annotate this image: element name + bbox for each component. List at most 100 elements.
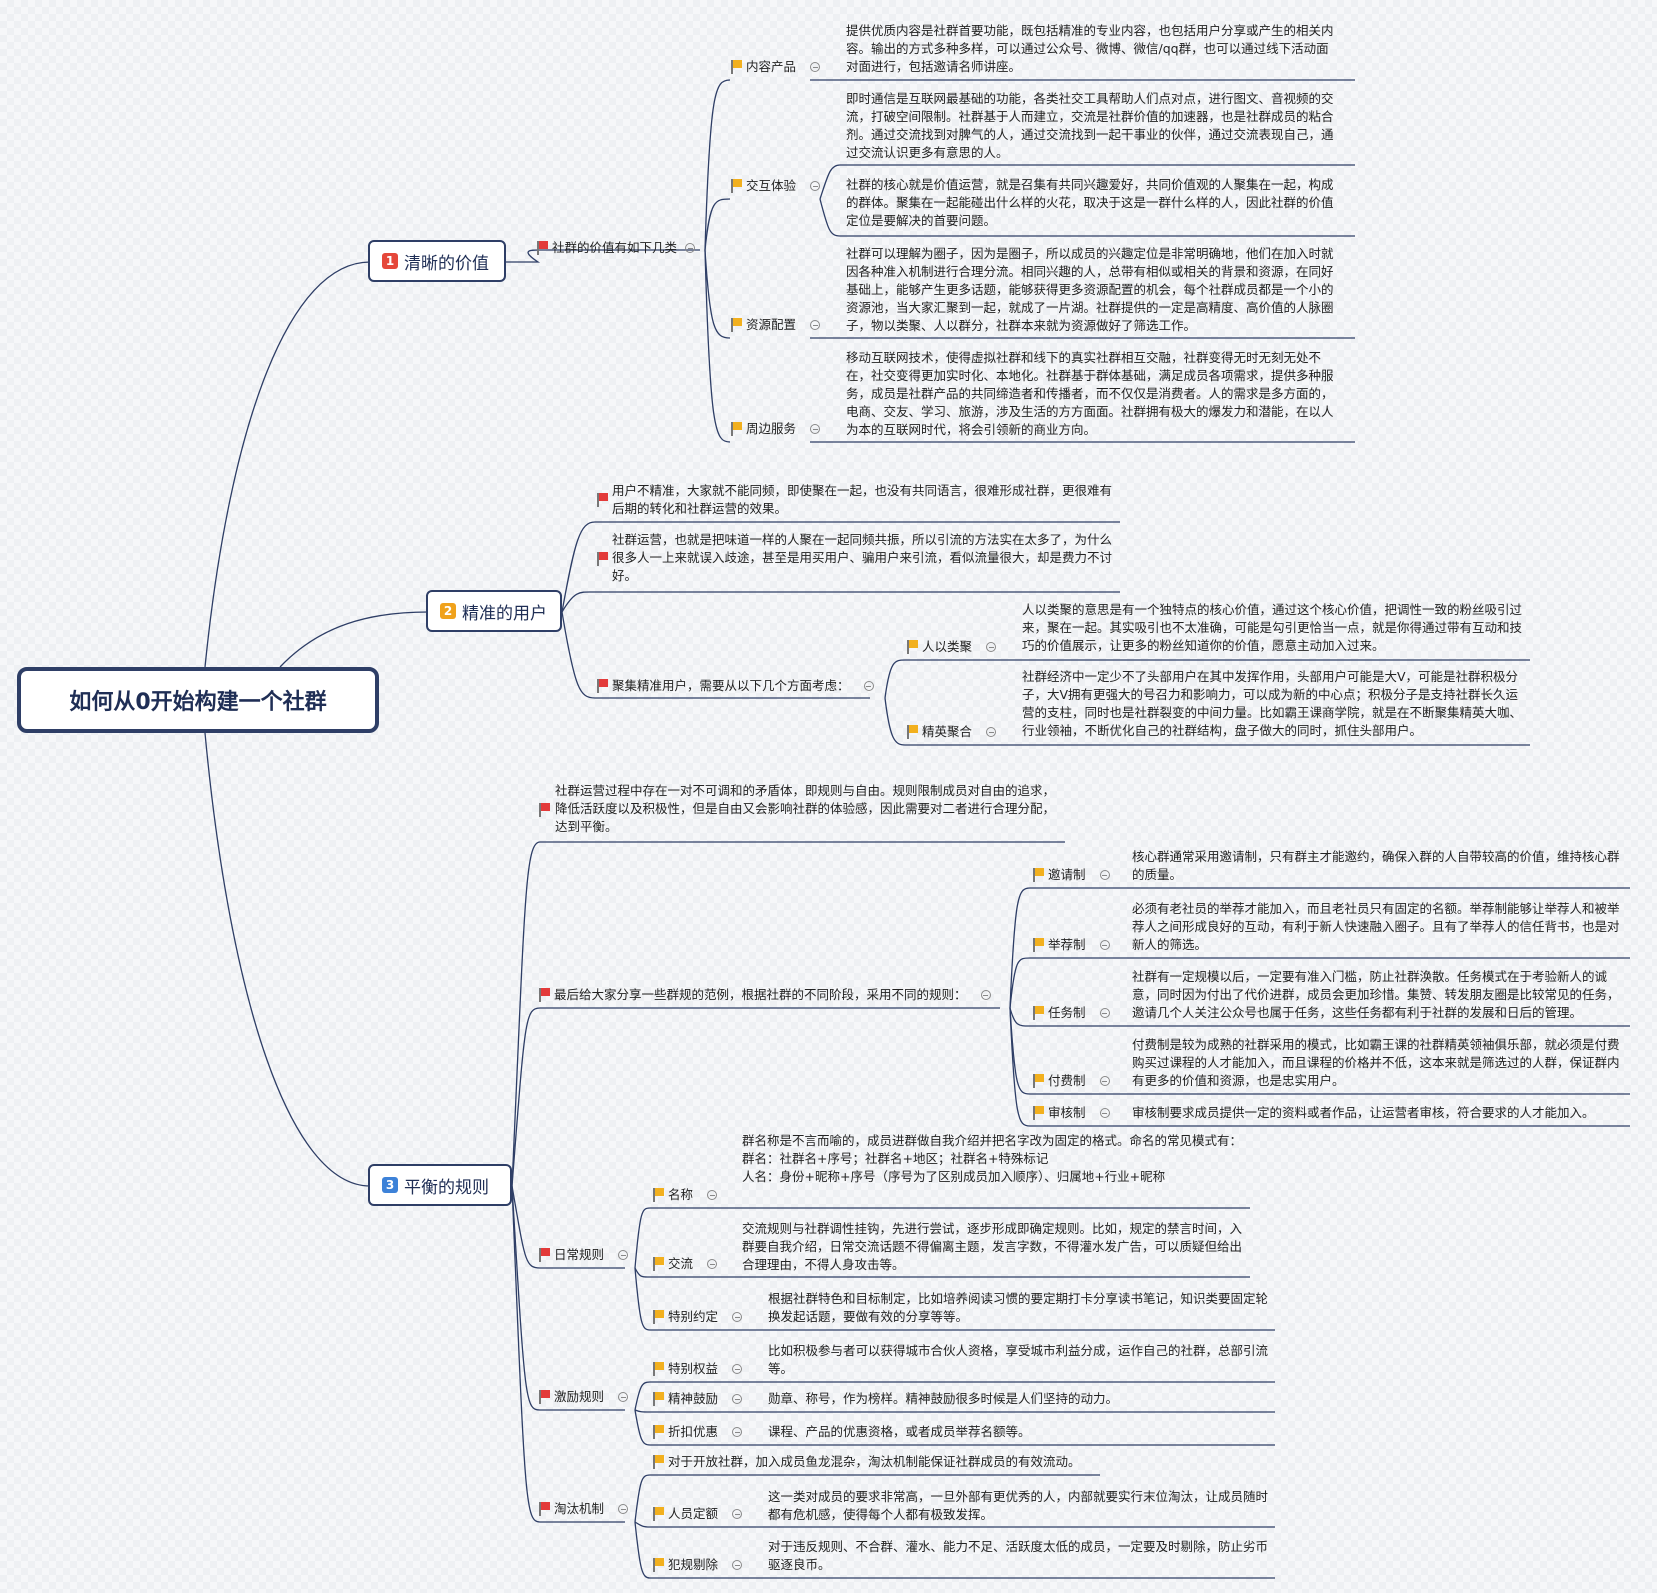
- b3-paid-text: 付费制是较为成熟的社群采用的模式，比如霸王课的社群精英领袖俱乐部，就必须是付费购…: [1132, 1037, 1620, 1088]
- b1-resource-text: 社群可以理解为圈子，因为是圈子，所以成员的兴趣定位是非常明确地，他们在加入时就因…: [846, 246, 1334, 333]
- yellow-flag-icon: [1032, 1006, 1044, 1020]
- b3-quota-text: 这一类对成员的要求非常高，一旦外部有更优秀的人，内部就要实行末位淘汰，让成员随时…: [768, 1489, 1269, 1522]
- b3-invite-text: 核心群通常采用邀请制，只有群主才能邀约，确保入群的人自带较高的价值，维持核心群的…: [1132, 849, 1620, 882]
- branch-precise-users[interactable]: 2 精准的用户: [426, 590, 562, 632]
- collapse-icon[interactable]: [685, 243, 696, 253]
- yellow-flag-icon: [1032, 1106, 1044, 1120]
- red-flag-icon: [596, 493, 608, 507]
- yellow-flag-icon: [652, 1507, 664, 1521]
- yellow-flag-icon: [906, 640, 918, 654]
- yellow-flag-icon: [652, 1188, 664, 1202]
- b3-daily-rules[interactable]: 日常规则: [538, 1246, 629, 1264]
- collapse-icon[interactable]: [707, 1190, 718, 1200]
- collapse-icon[interactable]: [810, 181, 821, 191]
- branch-balanced-rules[interactable]: 3 平衡的规则: [368, 1164, 512, 1206]
- collapse-icon[interactable]: [986, 642, 997, 652]
- red-flag-icon: [538, 803, 550, 817]
- collapse-icon[interactable]: [618, 1392, 629, 1402]
- yellow-flag-icon: [652, 1425, 664, 1439]
- yellow-flag-icon: [730, 422, 742, 436]
- b3-spirit-encourage[interactable]: 精神鼓励: [652, 1390, 743, 1408]
- collapse-icon[interactable]: [732, 1560, 743, 1570]
- collapse-icon[interactable]: [732, 1312, 743, 1322]
- b3-violation-text: 对于违反规则、不合群、灌水、能力不足、活跃度太低的成员，一定要及时剔除，防止劣币…: [768, 1539, 1269, 1572]
- yellow-flag-icon: [730, 179, 742, 193]
- b1-interaction[interactable]: 交互体验: [730, 177, 821, 195]
- branch-clear-value[interactable]: 1 清晰的价值: [368, 240, 506, 282]
- b3-fact-1: 社群运营过程中存在一对不可调和的矛盾体，即规则与自由。规则限制成员对自由的追求，…: [555, 783, 1056, 834]
- b3-communication-rule[interactable]: 交流: [652, 1255, 718, 1273]
- b3-discount-text: 课程、产品的优惠资格，或者成员举荐名额等。: [768, 1424, 1031, 1439]
- b3-incentive-rules[interactable]: 激励规则: [538, 1388, 629, 1406]
- b2-fact-2: 社群运营，也就是把味道一样的人聚在一起同频共振，所以引流的方法实在太多了，为什么…: [612, 532, 1113, 583]
- yellow-flag-icon: [652, 1362, 664, 1376]
- b3-quota[interactable]: 人员定额: [652, 1505, 743, 1523]
- collapse-icon[interactable]: [1099, 940, 1110, 950]
- b2-elite[interactable]: 精英聚合: [906, 723, 997, 741]
- b2-fact-1: 用户不精准，大家就不能同频，即使聚在一起，也没有共同语言，很难形成社群，更很难有…: [612, 483, 1113, 516]
- branch-title: 平衡的规则: [404, 1177, 489, 1198]
- b3-recommend-text: 必须有老社员的举荐才能加入，而且老社员只有固定的名额。举荐制能够让举荐人和被举荐…: [1132, 901, 1620, 952]
- collapse-icon[interactable]: [618, 1504, 629, 1514]
- yellow-flag-icon: [1032, 1074, 1044, 1088]
- collapse-icon[interactable]: [732, 1427, 743, 1437]
- b1-content-product[interactable]: 内容产品: [730, 58, 821, 76]
- collapse-icon[interactable]: [732, 1509, 743, 1519]
- collapse-icon[interactable]: [732, 1364, 743, 1374]
- b3-discount[interactable]: 折扣优惠: [652, 1423, 743, 1441]
- b3-invite[interactable]: 邀请制: [1032, 866, 1110, 884]
- collapse-icon[interactable]: [618, 1250, 629, 1260]
- b1-services-text: 移动互联网技术，使得虚拟社群和线下的真实社群相互交融，社群变得无时无刻无处不在，…: [846, 350, 1334, 437]
- b1-services[interactable]: 周边服务: [730, 420, 821, 438]
- yellow-flag-icon: [1032, 938, 1044, 952]
- yellow-flag-icon: [652, 1257, 664, 1271]
- b3-review[interactable]: 审核制: [1032, 1104, 1110, 1122]
- red-flag-icon: [596, 552, 608, 566]
- collapse-icon[interactable]: [863, 681, 874, 691]
- b1-content-product-text: 提供优质内容是社群首要功能，既包括精准的专业内容，也包括用户分享或产生的相关内容…: [846, 23, 1334, 74]
- red-flag-icon: [538, 1502, 550, 1516]
- b3-special-agreement-text: 根据社群特色和目标制定，比如培养阅读习惯的要定期打卡分享读书笔记，知识类要固定轮…: [768, 1291, 1269, 1324]
- b3-recommend[interactable]: 举荐制: [1032, 936, 1110, 954]
- collapse-icon[interactable]: [732, 1394, 743, 1404]
- b3-spirit-encourage-text: 勋章、称号，作为榜样。精神鼓励很多时候是人们坚持的动力。: [768, 1391, 1119, 1406]
- collapse-icon[interactable]: [986, 727, 997, 737]
- yellow-flag-icon: [652, 1310, 664, 1324]
- b3-examples[interactable]: 最后给大家分享一些群规的范例，根据社群的不同阶段，采用不同的规则：: [538, 986, 991, 1004]
- yellow-flag-icon: [730, 318, 742, 332]
- number-badge: 2: [440, 603, 456, 619]
- branch-title: 精准的用户: [462, 603, 547, 624]
- yellow-flag-icon: [652, 1392, 664, 1406]
- red-flag-icon: [538, 988, 550, 1002]
- b3-paid[interactable]: 付费制: [1032, 1072, 1110, 1090]
- b3-communication-text: 交流规则与社群调性挂钩，先进行尝试，逐步形成即确定规则。比如，规定的禁言时间，入…: [742, 1221, 1243, 1272]
- red-flag-icon: [538, 1248, 550, 1262]
- b1-sub[interactable]: 社群的价值有如下几类: [536, 239, 696, 257]
- red-flag-icon: [536, 241, 548, 255]
- root-topic[interactable]: 如何从0开始构建一个社群: [17, 667, 379, 733]
- branch-title: 清晰的价值: [404, 253, 489, 274]
- collapse-icon[interactable]: [810, 424, 821, 434]
- collapse-icon[interactable]: [1099, 870, 1110, 880]
- b3-violation[interactable]: 犯规剔除: [652, 1556, 743, 1574]
- collapse-icon[interactable]: [1099, 1008, 1110, 1018]
- collapse-icon[interactable]: [1099, 1108, 1110, 1118]
- collapse-icon[interactable]: [810, 320, 821, 330]
- b1-resource[interactable]: 资源配置: [730, 316, 821, 334]
- collapse-icon[interactable]: [1099, 1076, 1110, 1086]
- yellow-flag-icon: [652, 1558, 664, 1572]
- collapse-icon[interactable]: [980, 990, 991, 1000]
- b1-interaction-text-b: 社群的核心就是价值运营，就是召集有共同兴趣爱好，共同价值观的人聚集在一起，构成的…: [846, 177, 1334, 228]
- collapse-icon[interactable]: [810, 62, 821, 72]
- b3-elimination[interactable]: 淘汰机制: [538, 1500, 629, 1518]
- b3-special-agreement[interactable]: 特别约定: [652, 1308, 743, 1326]
- b2-elite-desc: 社群经济中一定少不了头部用户在其中发挥作用，头部用户可能是大V，可能是社群积极分…: [1022, 669, 1523, 738]
- b2-cluster[interactable]: 人以类聚: [906, 638, 997, 656]
- b2-sub[interactable]: 聚集精准用户，需要从以下几个方面考虑：: [596, 677, 874, 695]
- b3-name-rule[interactable]: 名称: [652, 1186, 718, 1204]
- b3-special-rights[interactable]: 特别权益: [652, 1360, 743, 1378]
- b3-special-rights-text: 比如积极参与者可以获得城市合伙人资格，享受城市利益分成，运作自己的社群，总部引流…: [768, 1343, 1269, 1376]
- b3-task[interactable]: 任务制: [1032, 1004, 1110, 1022]
- collapse-icon[interactable]: [707, 1259, 718, 1269]
